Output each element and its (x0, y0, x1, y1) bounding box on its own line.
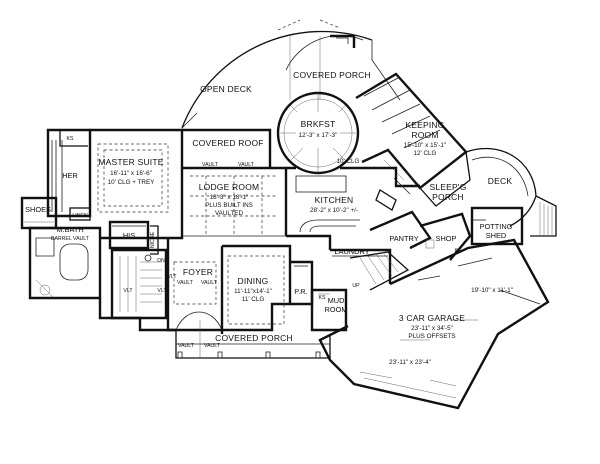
label-master-suite: MASTER SUITE (98, 157, 163, 167)
label-covered-roof: COVERED ROOF (192, 138, 263, 148)
label-sleeping-porch: PORCH (432, 192, 464, 202)
label-keeping: KEEPING (405, 120, 444, 130)
front-porch (175, 311, 331, 359)
label-garage-side-dim: 19'-10" x 11'-1" (471, 287, 513, 294)
label-linen: LINEN (72, 213, 88, 219)
label-mud-room: ROOM (325, 305, 348, 314)
label-deck: DECK (488, 176, 513, 186)
label-keeping-room: ROOM (411, 130, 438, 140)
label-garage: 3 CAR GARAGE (399, 313, 465, 323)
label-mud: MUD (328, 296, 345, 305)
right-deck (465, 147, 557, 237)
label-dining-dim: 11'-11"x14'-1" (234, 288, 272, 295)
label-garage-bottom-dim: 23'-11" x 23'-4" (389, 359, 431, 366)
label-potting: POTTING (480, 222, 513, 231)
foyer-dining-block (98, 236, 348, 334)
mark-vlt-2: VLT (157, 288, 167, 294)
label-lodge-vaulted: VAULTED (215, 210, 244, 217)
label-garage-dim: 23'-11" x 34'-5" (411, 325, 453, 332)
label-master-clg: 10' CLG + TREY (108, 179, 156, 186)
label-sleeping: SLEEP'G (429, 182, 466, 192)
breakfast-rotunda (276, 91, 360, 175)
mark-niche: NICHE (150, 231, 156, 248)
plan-marks: KS KS KS UP DN NICHE VAULT VAULT VAULT V… (67, 136, 462, 349)
label-garage-note: PLUS OFFSETS (408, 333, 455, 340)
label-brkfst-dim: 12'-3" x 17'-3" (299, 132, 338, 139)
mark-ks-mud: KS (319, 295, 326, 301)
label-lodge-note: PLUS BUILT INS (205, 202, 253, 209)
label-dining-clg: 11' CLG (242, 296, 265, 303)
label-mbath: M.BATH (56, 225, 83, 234)
label-his: HIS (123, 231, 135, 240)
room-labels: OPEN DECK COVERED PORCH COVERED ROOF BRK… (25, 70, 513, 366)
mark-porch-vault-1: VAULT (178, 343, 195, 349)
rear-deck-area (181, 19, 401, 129)
open-deck-arc (181, 30, 373, 129)
label-her: HER (62, 171, 78, 180)
label-open-deck: OPEN DECK (200, 84, 252, 94)
label-pr: P.R. (294, 287, 307, 296)
label-kitchen: KITCHEN (315, 195, 354, 205)
label-master-dim: 16'-11" x 16'-6" (110, 170, 152, 177)
label-laundry: LAUNDRY (334, 247, 369, 256)
garage (318, 238, 550, 410)
mark-foyer-vault-2: VAULT (201, 280, 218, 286)
mark-vault-1: VAULT (202, 162, 219, 168)
label-shop: SHOP (436, 234, 457, 243)
label-covered-porch-top: COVERED PORCH (293, 70, 371, 80)
label-foyer: FOYER (183, 267, 213, 277)
label-mbath-vault: BARREL VAULT (51, 236, 90, 242)
mark-up: UP (352, 283, 360, 289)
mark-vlt-1: VLT (123, 288, 133, 294)
mark-foyer-vault-1: VAULT (177, 280, 194, 286)
label-pantry: PANTRY (389, 234, 418, 243)
label-kitchen-dim: 28'-2" x 10'-2" +/- (310, 207, 358, 214)
mark-vault-2: VAULT (238, 162, 255, 168)
mark-dn: DN (157, 258, 165, 264)
label-kitchen-clg: 10' CLG (337, 158, 360, 165)
label-keeping-dim: 15'-10" x 15'-1" (404, 142, 446, 149)
label-shoes: SHOES (25, 205, 51, 214)
mark-vlt-3: VLT (167, 274, 177, 280)
label-lodge-room: LODGE ROOM (199, 182, 260, 192)
mark-ks-shed: KS (455, 248, 462, 254)
porch-arc (285, 35, 364, 71)
label-brkfst: BRKFST (301, 119, 336, 129)
kitchen-block (286, 166, 420, 250)
mark-porch-vault-2: VAULT (204, 343, 221, 349)
service-rooms (330, 210, 472, 291)
mark-ks-master: KS (67, 136, 74, 142)
label-dining: DINING (238, 276, 269, 286)
label-covered-porch-bottom: COVERED PORCH (215, 333, 293, 343)
label-shed: SHED (486, 231, 507, 240)
label-lodge-dim: 18'-3" x 18'-1" (210, 194, 249, 201)
master-wing (20, 128, 184, 300)
label-keeping-clg: 12' CLG (414, 150, 437, 157)
